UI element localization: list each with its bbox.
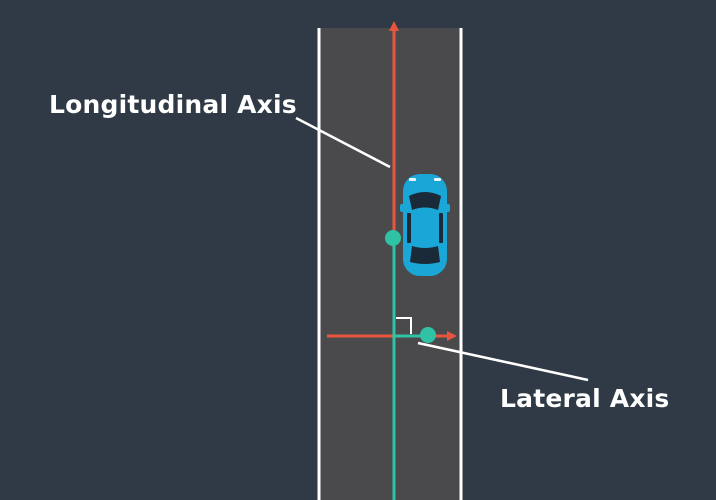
lateral-leader-line [417,341,589,382]
car-icon [400,174,450,276]
longitudinal-axis-label: Longitudinal Axis [49,90,297,119]
longitudinal-point [385,230,401,246]
lateral-axis-label: Lateral Axis [500,384,670,413]
longitudinal-leader-line [295,116,391,169]
right-angle-marker-icon [396,317,412,334]
lateral-point [420,327,436,343]
